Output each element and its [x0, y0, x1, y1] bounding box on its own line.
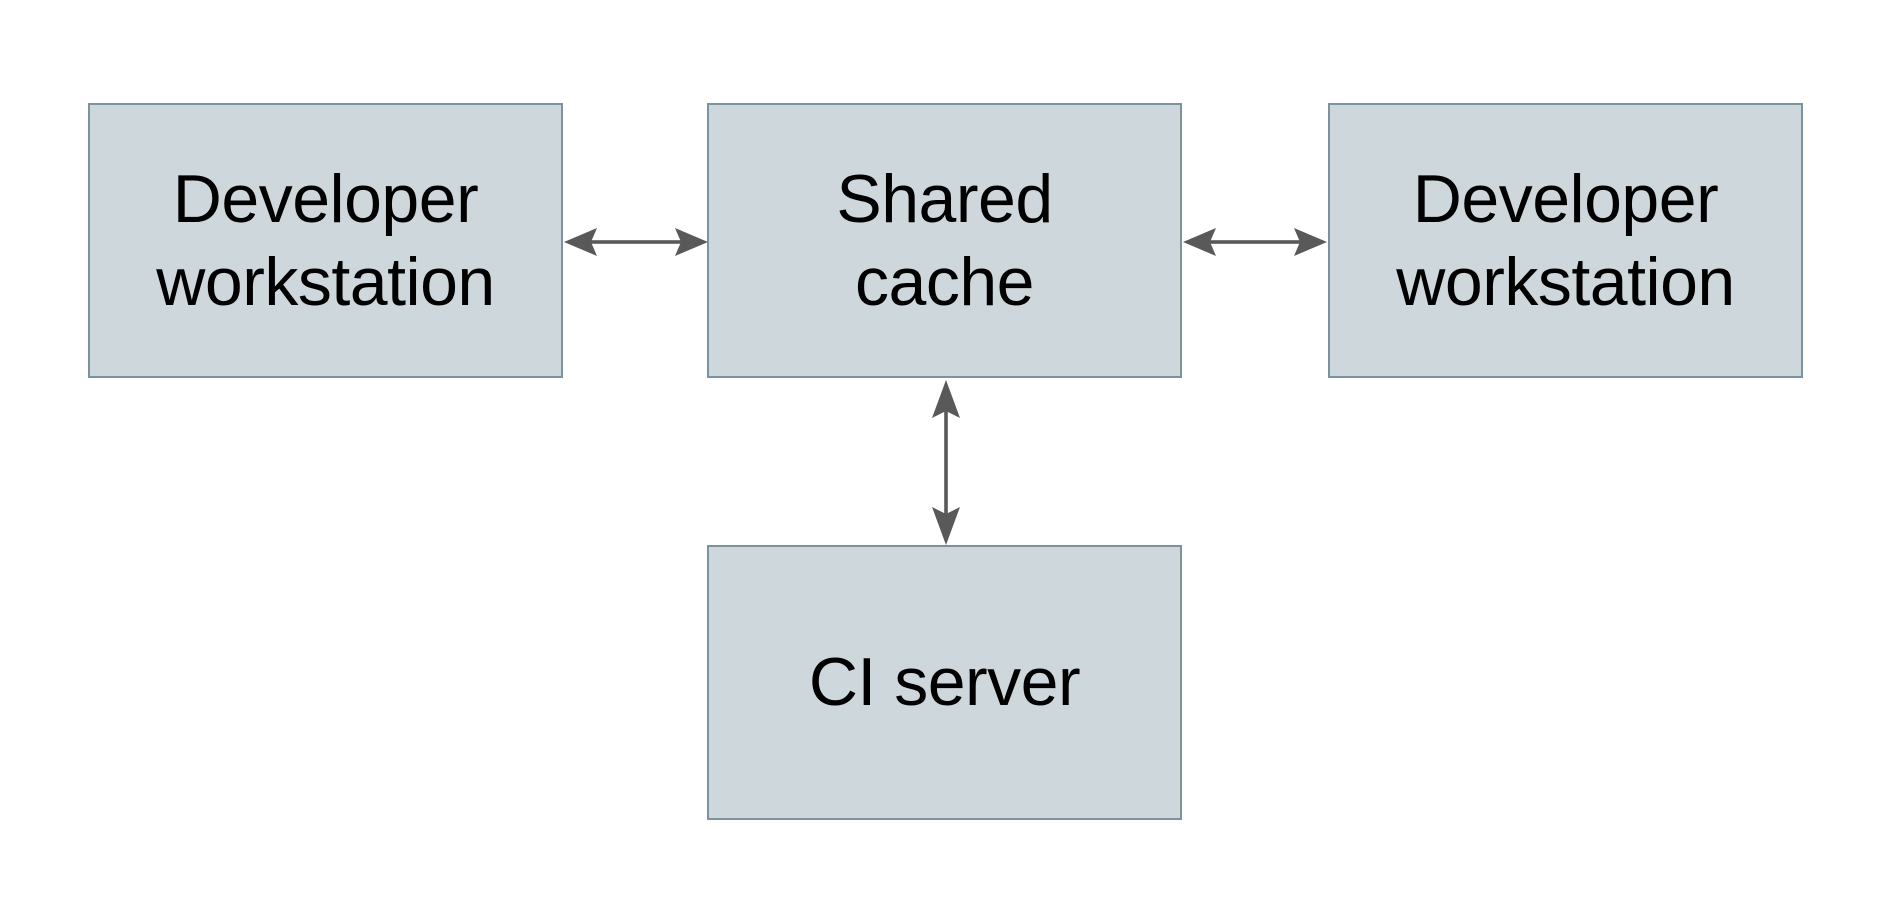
- node-label: CI server: [808, 644, 1081, 721]
- arrowhead-left: [564, 228, 597, 256]
- edge-shaft: [944, 411, 948, 514]
- node-label: Shared cache: [836, 160, 1053, 320]
- arrowhead-right: [1294, 228, 1327, 256]
- arrowhead-down: [932, 507, 960, 545]
- edge-shared-cache-to-dev-right: [1183, 228, 1327, 256]
- arrowhead-right: [675, 228, 708, 256]
- node-label: Developer workstation: [156, 160, 495, 320]
- edge-dev-left-to-shared-cache: [564, 228, 708, 256]
- node-developer-workstation-right[interactable]: Developer workstation: [1328, 103, 1803, 378]
- node-developer-workstation-left[interactable]: Developer workstation: [88, 103, 563, 378]
- node-ci-server[interactable]: CI server: [707, 545, 1182, 820]
- arrowhead-left: [1183, 228, 1216, 256]
- node-shared-cache[interactable]: Shared cache: [707, 103, 1182, 378]
- edge-shaft: [591, 240, 681, 244]
- edge-shaft: [1210, 240, 1300, 244]
- arrowhead-up: [932, 380, 960, 418]
- node-label: Developer workstation: [1396, 160, 1735, 320]
- edge-shared-cache-to-ci-server: [932, 380, 960, 545]
